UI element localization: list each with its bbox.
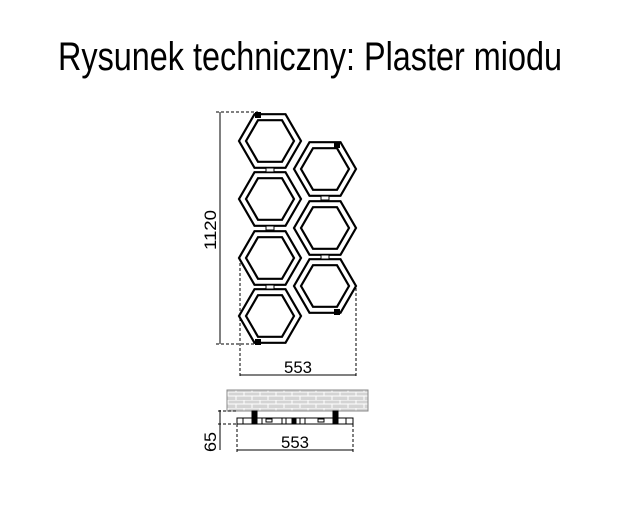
hexagon-joint: [320, 195, 330, 201]
hexagon-inner: [244, 236, 296, 280]
depth-label: 65: [201, 432, 220, 452]
radiator-side-view: [236, 410, 354, 425]
hexagon-joint: [265, 167, 275, 173]
height-dimension: [216, 111, 258, 345]
hexagon-inner: [244, 119, 296, 163]
valve-connector: [255, 112, 261, 118]
hexagon-outer: [237, 113, 303, 169]
hexagon-outer: [237, 288, 303, 344]
depth-dimension: [218, 410, 354, 453]
hexagon-outer: [292, 141, 358, 197]
hexagon-inner: [299, 206, 351, 250]
valve-connector: [334, 309, 340, 315]
page-title: Rysunek techniczny: Plaster miodu: [58, 35, 562, 79]
hexagon-inner: [299, 147, 351, 191]
hexagon-joint: [320, 254, 330, 260]
width-dimension: [239, 258, 357, 378]
valve-connector: [334, 142, 340, 148]
hexagon-outer: [292, 200, 358, 256]
valve-connector: [255, 339, 261, 345]
wall-block: [226, 389, 369, 412]
honeycomb-radiator-front-view: [237, 112, 358, 345]
hexagon-inner: [244, 294, 296, 338]
hexagon-inner: [299, 264, 351, 308]
hexagon-joint: [265, 284, 275, 290]
hexagon-outer: [237, 171, 303, 227]
hexagon-joint: [265, 225, 275, 231]
hexagon-outer: [237, 230, 303, 286]
hexagon-inner: [244, 177, 296, 221]
hexagon-outer: [292, 258, 358, 314]
side-width-label: 553: [281, 433, 309, 452]
height-label: 1120: [201, 210, 220, 250]
width-label: 553: [284, 358, 312, 377]
